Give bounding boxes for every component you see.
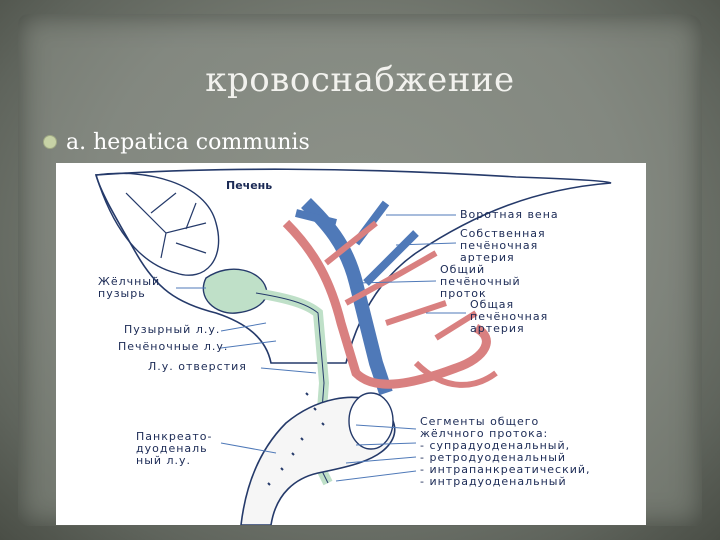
label-common-hepatic-duct-3: проток <box>440 287 487 300</box>
label-segments-2: жёлчного протока: <box>420 427 548 440</box>
label-common-hepatic-duct-2: печёночный <box>440 275 521 288</box>
label-common-hepatic-artery-1: Общая <box>470 298 514 311</box>
bile-branches <box>125 192 207 259</box>
label-segment-d: - интрадуоденальный <box>420 475 567 488</box>
common-bile-duct-outline <box>255 292 329 484</box>
label-segments-1: Сегменты общего <box>420 415 539 428</box>
anatomy-diagram: Печень Воротная вена Собственная печёноч… <box>94 168 612 525</box>
label-gallbladder-1: Жёлчный <box>98 275 160 288</box>
label-hepatic-nodes: Печёночные л.у. <box>118 340 228 353</box>
label-proper-hepatic-artery-3: артерия <box>460 251 515 264</box>
label-common-hepatic-artery-3: артерия <box>470 322 525 335</box>
label-pancreatoduodenal-2: дуоденаль <box>136 442 208 455</box>
label-proper-hepatic-artery-2: печёночная <box>460 239 538 252</box>
label-segment-a: - супрадуоденальный, <box>420 439 570 452</box>
anatomy-figure: Печень Воротная вена Собственная печёноч… <box>56 163 646 525</box>
label-cystic-node: Пузырный л.у. <box>124 323 220 336</box>
gallbladder-fossa <box>95 172 220 276</box>
portal-vein <box>301 198 393 396</box>
label-pancreatoduodenal-3: ный л.у. <box>136 454 191 467</box>
label-proper-hepatic-artery-1: Собственная <box>460 227 546 240</box>
slide-title: кровоснабжение <box>205 60 515 100</box>
label-pancreatoduodenal-1: Панкреато- <box>136 430 212 443</box>
label-common-hepatic-artery-2: печёночная <box>470 310 548 323</box>
bullet-item: a. hepatica communis <box>44 128 310 156</box>
leader-lines <box>176 214 466 482</box>
label-liver: Печень <box>226 179 272 192</box>
label-segment-c: - интрапанкреатический, <box>420 463 591 476</box>
hepatic-artery-branches <box>324 220 498 388</box>
label-gallbladder-2: пузырь <box>98 287 146 300</box>
gallbladder <box>202 268 268 314</box>
label-portal-vein: Воротная вена <box>460 208 559 221</box>
hepatic-artery <box>282 219 491 389</box>
bullet-dot-icon <box>44 136 56 148</box>
bullet-text: a. hepatica communis <box>66 129 310 155</box>
duodenum-lumen <box>348 392 394 450</box>
label-segment-b: - ретродуоденальный <box>420 451 566 464</box>
label-foramen-node: Л.у. отверстия <box>148 360 247 373</box>
label-common-hepatic-duct-1: Общий <box>440 263 485 276</box>
lymph-node-dots <box>267 392 325 486</box>
